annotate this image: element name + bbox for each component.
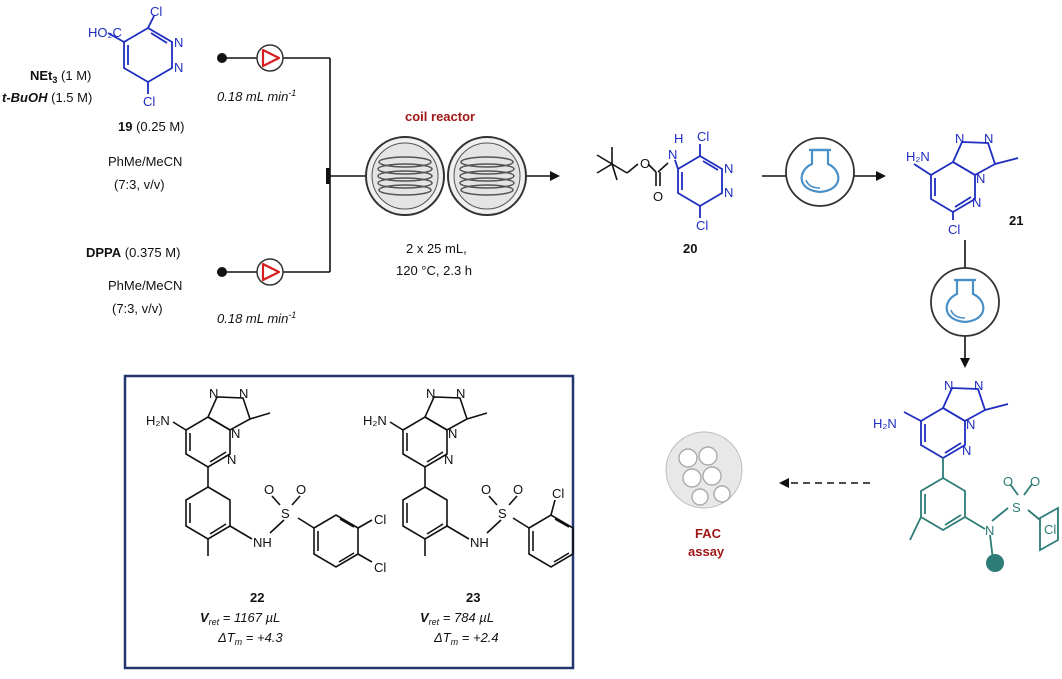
compound-23-n-d: N	[444, 452, 453, 467]
compound-23-dtm: ΔTm = +2.4	[433, 630, 499, 647]
compound-20-nh-h: H	[674, 131, 683, 146]
top-pump-icon	[256, 44, 284, 72]
compound-22-n-b: N	[239, 386, 248, 401]
compound-23-number: 23	[466, 590, 480, 605]
compound-19-acid-label: HO₂C	[88, 25, 122, 40]
scaffold-aryl	[909, 458, 1059, 561]
compound-19-cl-top: Cl	[150, 4, 162, 19]
compound-23-n-a: N	[426, 386, 435, 401]
coil-reactor-title: coil reactor	[405, 109, 475, 124]
compound-23-o2: O	[513, 482, 523, 497]
compound-20-nh-n: N	[668, 147, 677, 162]
compound-22-o1: O	[264, 482, 274, 497]
compound-21-number: 21	[1009, 213, 1023, 228]
top-input-solvent-line2: (7:3, v/v)	[114, 177, 165, 192]
top-flow-rate: 0.18 mL min-1	[217, 88, 296, 104]
dashed-arrow-to-assay	[779, 478, 870, 488]
compound-23-n-c: N	[448, 426, 457, 441]
scaffold-n-c: N	[966, 417, 975, 432]
compound-22-o2: O	[296, 482, 306, 497]
bottom-input-solvent-line2: (7:3, v/v)	[112, 301, 163, 316]
reactor-outlet-arrow	[527, 171, 560, 181]
compound-22-vret: Vret = 1167 µL	[200, 610, 280, 627]
bottom-input-dppa: DPPA (0.375 M)	[86, 245, 180, 260]
reactor-conditions-line1: 2 x 25 mL,	[406, 241, 467, 256]
compound-23-amine: H₂N	[363, 413, 387, 428]
compound-20-n1: N	[724, 161, 733, 176]
compound-22-dtm: ΔTm = +4.3	[217, 630, 283, 647]
bottom-pump-icon	[256, 258, 284, 286]
bottom-inlet-dot	[217, 267, 227, 277]
compound-21-n-a: N	[955, 131, 964, 146]
compound-21-amine: H₂N	[906, 149, 930, 164]
compound-21-n-d: N	[972, 195, 981, 210]
compound-22-cl2: Cl	[374, 560, 386, 575]
scaffold-sulfonyl-o1: O	[1003, 474, 1013, 489]
compound-22-n-c: N	[231, 426, 240, 441]
bottom-input-solvent-line1: PhMe/MeCN	[108, 278, 182, 293]
compound-22-nh: NH	[253, 535, 272, 550]
top-input-solvent-line1: PhMe/MeCN	[108, 154, 182, 169]
scaffold-n-a: N	[944, 378, 953, 393]
compound-19-cl-bottom: Cl	[143, 94, 155, 109]
compound-20-o-carbonyl: O	[653, 189, 663, 204]
compound-22-cl1: Cl	[374, 512, 386, 527]
fac-assay-icon	[665, 431, 743, 509]
scaffold-n-d: N	[962, 443, 971, 458]
t-mixer	[326, 168, 330, 184]
scaffold-sulfonamide-n: N	[985, 523, 994, 538]
assay-label-line2: assay	[688, 544, 725, 559]
compound-20-cl-top: Cl	[697, 129, 709, 144]
compound-22-n-a: N	[209, 386, 218, 401]
scaffold-sulfonyl-s: S	[1012, 500, 1021, 515]
reactor-conditions-line2: 120 °C, 2.3 h	[396, 263, 472, 278]
compound-23-s: S	[498, 506, 507, 521]
compound-23-vret: Vret = 784 µL	[420, 610, 494, 627]
scaffold-variable-group-dot	[986, 554, 1004, 572]
compound-23-n-b: N	[456, 386, 465, 401]
assay-label-line1: FAC	[695, 526, 722, 541]
compound-20-ring	[674, 144, 723, 218]
compound-20-o-ester: O	[640, 156, 650, 171]
flask-icon-step1	[785, 137, 855, 207]
scaffold-sulfonyl-o2: O	[1030, 474, 1040, 489]
compound-21-cl: Cl	[948, 222, 960, 237]
scaffold-n-b: N	[974, 378, 983, 393]
compound-23-o1: O	[481, 482, 491, 497]
coil-reactor-icon	[365, 136, 527, 216]
top-input-base-line1: NEt3 (1 M)	[30, 68, 91, 85]
compound-22-structure	[172, 396, 373, 568]
bottom-flow-rate: 0.18 mL min-1	[217, 310, 296, 326]
compound-22-s: S	[281, 506, 290, 521]
compound-19-n1: N	[174, 35, 183, 50]
compound-21-n-b: N	[984, 131, 993, 146]
compound-23-structure	[389, 396, 574, 568]
compound-23-cl: Cl	[552, 486, 564, 501]
compound-22-amine: H₂N	[146, 413, 170, 428]
compound-22-number: 22	[250, 590, 264, 605]
compound-20-structure	[596, 147, 669, 186]
scaffold-core	[903, 387, 1009, 460]
top-input-compound-19: 19 (0.25 M)	[118, 119, 184, 134]
compound-20-number: 20	[683, 241, 697, 256]
compound-20-n2: N	[724, 185, 733, 200]
scaffold-cl: Cl	[1044, 522, 1056, 537]
top-input-base-line2: t-BuOH (1.5 M)	[2, 90, 92, 105]
compound-22-n-d: N	[227, 452, 236, 467]
flask-icon-step2	[930, 267, 1000, 337]
compound-19-structure	[107, 15, 173, 94]
compound-21-n-c: N	[976, 171, 985, 186]
scaffold-amine: H₂N	[873, 416, 897, 431]
compound-20-cl-bottom: Cl	[696, 218, 708, 233]
top-inlet-dot	[217, 53, 227, 63]
compound-21-structure	[913, 141, 1019, 220]
compound-19-n2: N	[174, 60, 183, 75]
compound-23-nh: NH	[470, 535, 489, 550]
